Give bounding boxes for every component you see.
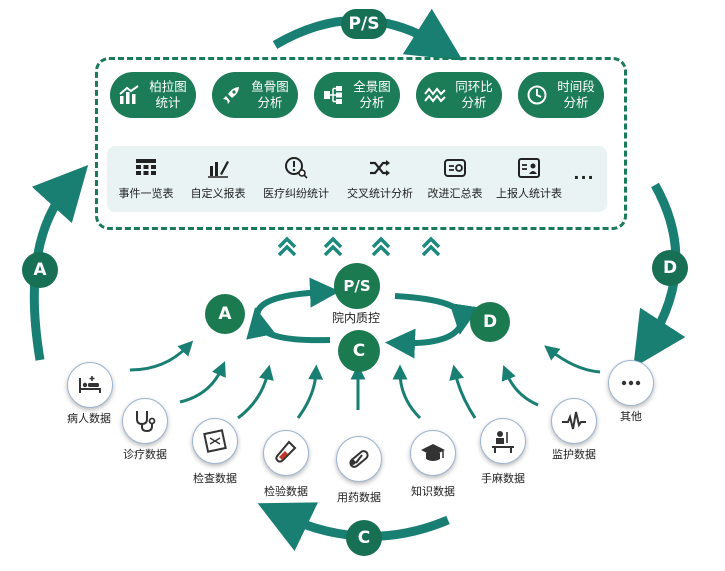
source-label: 用药数据 xyxy=(337,491,381,504)
wave-icon xyxy=(424,87,446,103)
graduation-cap-icon xyxy=(421,444,445,461)
pill-pareto[interactable]: 柏拉图统计 xyxy=(110,72,196,118)
left-a-badge: A xyxy=(22,252,58,288)
source-label: 诊疗数据 xyxy=(123,448,167,461)
pill-time-period[interactable]: 时间段分析 xyxy=(518,72,604,118)
pill-label: 全景图分析 xyxy=(353,79,391,110)
source-examination[interactable] xyxy=(192,418,238,464)
tool-custom-report[interactable]: 自定义报表 xyxy=(187,156,249,201)
tool-label: 医疗纠纷统计 xyxy=(263,187,329,200)
rocket-icon xyxy=(223,87,239,104)
reporter-card-icon xyxy=(518,158,540,178)
improve-icon xyxy=(444,159,466,177)
source-label: 知识数据 xyxy=(411,485,455,498)
pill-fishbone[interactable]: 鱼骨图分析 xyxy=(212,72,298,118)
c-node: C xyxy=(338,330,380,372)
pill-label: 时间段分析 xyxy=(557,79,595,110)
hierarchy-icon xyxy=(324,86,342,104)
dispute-search-icon xyxy=(285,157,308,179)
tool-label: 事件一览表 xyxy=(118,187,174,200)
patient-bed-icon xyxy=(79,376,101,393)
edit-chart-icon xyxy=(208,161,229,178)
tool-more[interactable]: ··· xyxy=(570,163,598,187)
pill-label: 鱼骨图分析 xyxy=(251,79,289,110)
a-node: A xyxy=(205,294,245,334)
source-label: 病人数据 xyxy=(67,412,111,425)
inner-arrow-a-ps xyxy=(254,277,340,321)
source-label: 检验数据 xyxy=(264,485,308,498)
tool-label: 改进汇总表 xyxy=(427,187,483,200)
shuffle-icon xyxy=(370,160,390,176)
top-ps-badge: P/S xyxy=(341,9,387,39)
source-medication[interactable] xyxy=(336,436,382,482)
right-d-badge: D xyxy=(652,250,688,286)
source-label: 监护数据 xyxy=(552,448,596,461)
source-other[interactable] xyxy=(608,360,654,406)
heartbeat-icon xyxy=(562,411,586,430)
source-diagnosis[interactable] xyxy=(122,398,168,444)
inner-arrow-ps-d xyxy=(394,293,480,335)
pill-label: 同环比分析 xyxy=(455,79,493,110)
pill-label: 柏拉图统计 xyxy=(149,79,187,110)
ps-node: P/S xyxy=(334,263,380,309)
table-icon xyxy=(136,159,156,175)
center-label: 院内质控 xyxy=(332,311,381,325)
clock-icon xyxy=(527,85,547,105)
test-tube-icon xyxy=(275,440,297,463)
pill-panorama[interactable]: 全景图分析 xyxy=(314,72,400,118)
source-arrows xyxy=(129,340,601,420)
source-knowledge[interactable] xyxy=(410,430,456,476)
tool-label: 交叉统计分析 xyxy=(347,187,413,200)
stethoscope-icon xyxy=(136,411,156,433)
tool-label: 上报人统计表 xyxy=(496,187,562,200)
analysis-panel xyxy=(95,57,627,230)
report-tools-strip xyxy=(107,146,607,212)
tool-label: 自定义报表 xyxy=(190,187,246,200)
inner-arrow-c-a xyxy=(246,307,331,344)
source-lab-test[interactable] xyxy=(263,430,309,476)
more-dots-icon xyxy=(621,380,641,386)
tool-cross-analysis[interactable]: 交叉统计分析 xyxy=(342,156,418,201)
source-patient[interactable] xyxy=(67,362,113,408)
surgery-icon xyxy=(492,431,514,453)
tool-event-list[interactable]: 事件一览表 xyxy=(115,156,177,201)
more-icon: ··· xyxy=(573,168,595,187)
inner-arrow-d-c xyxy=(385,320,465,359)
bar-trend-icon xyxy=(119,85,139,104)
bottom-c-badge: C xyxy=(346,520,382,556)
source-anesthesia[interactable] xyxy=(480,418,526,464)
source-label: 手麻数据 xyxy=(481,472,525,485)
source-monitoring[interactable] xyxy=(551,398,597,444)
d-node: D xyxy=(470,302,510,342)
tool-improvement-summary[interactable]: 改进汇总表 xyxy=(423,156,487,201)
tool-reporter-stats[interactable]: 上报人统计表 xyxy=(492,156,566,201)
source-label: 其他 xyxy=(620,410,642,423)
source-label: 检查数据 xyxy=(193,472,237,485)
xray-film-icon xyxy=(203,429,227,453)
up-chevrons xyxy=(277,236,441,257)
tool-dispute-stats[interactable]: 医疗纠纷统计 xyxy=(258,156,334,201)
pill-icon xyxy=(349,450,369,468)
pill-yoy-mom[interactable]: 同环比分析 xyxy=(416,72,502,118)
